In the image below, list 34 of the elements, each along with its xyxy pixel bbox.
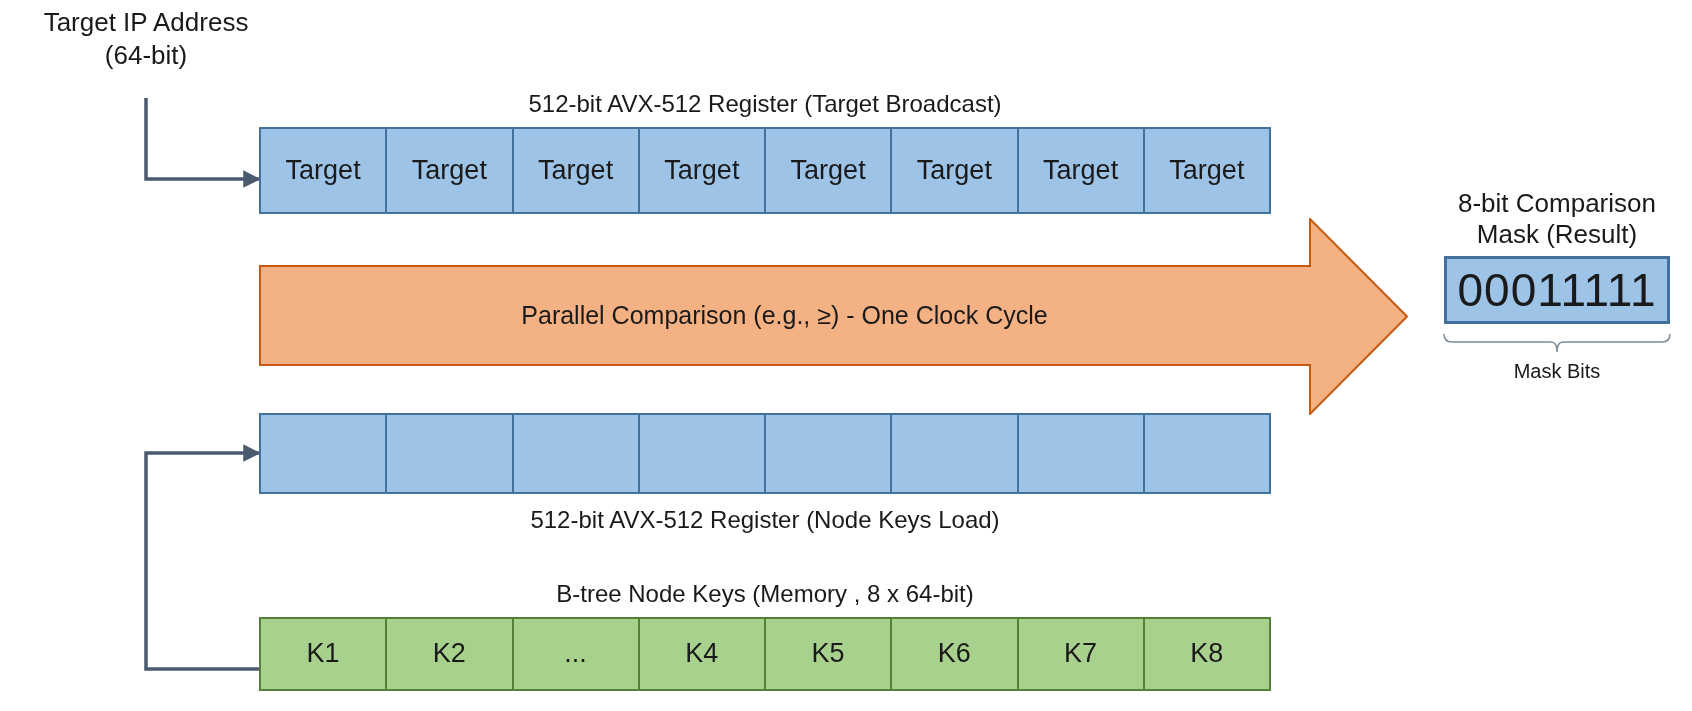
bracket-label: Mask Bits	[1513, 360, 1601, 383]
cell-label: ...	[564, 638, 587, 670]
connector-arrow	[144, 444, 261, 671]
cell-label: Target	[411, 154, 487, 186]
mask-value: 00011111	[1457, 263, 1657, 317]
connector-arrow	[144, 98, 261, 188]
cell-label: Target	[790, 154, 866, 186]
cell-label: K1	[306, 638, 340, 670]
arrow-label: Parallel Comparison (e.g., ≥) - One Clock Cycle	[521, 301, 1048, 330]
cell-label: Target	[1169, 154, 1245, 186]
register-heading: 512-bit AVX-512 Register (Node Keys Load)	[530, 505, 1000, 535]
cell-label: K4	[685, 638, 719, 670]
register-cell	[387, 413, 514, 494]
register-cell	[639, 413, 766, 494]
cell-label: K5	[811, 638, 845, 670]
cell-label: K8	[1190, 638, 1224, 670]
register-heading: 512-bit AVX-512 Register (Target Broadcast)	[528, 90, 1002, 119]
cell-label: K6	[937, 638, 971, 670]
cell-label: K7	[1064, 638, 1098, 670]
register-cell	[513, 413, 640, 494]
register-heading: B-tree Node Keys (Memory , 8 x 64-bit)	[556, 580, 974, 609]
register-cell	[1018, 413, 1145, 494]
cell-label: Target	[916, 154, 992, 186]
register-cell	[766, 413, 893, 494]
cell-label: Target	[285, 154, 361, 186]
input-label: Target IP Address (64-bit)	[42, 6, 250, 71]
cell-label: Target	[538, 154, 614, 186]
register-cell	[259, 413, 388, 494]
register-cell	[1144, 413, 1271, 494]
cell-label: K2	[432, 638, 466, 670]
cell-label: Target	[1043, 154, 1119, 186]
cell-label: Target	[664, 154, 740, 186]
mask-heading: 8-bit Comparison Mask (Result)	[1457, 186, 1657, 251]
register-cell	[892, 413, 1019, 494]
